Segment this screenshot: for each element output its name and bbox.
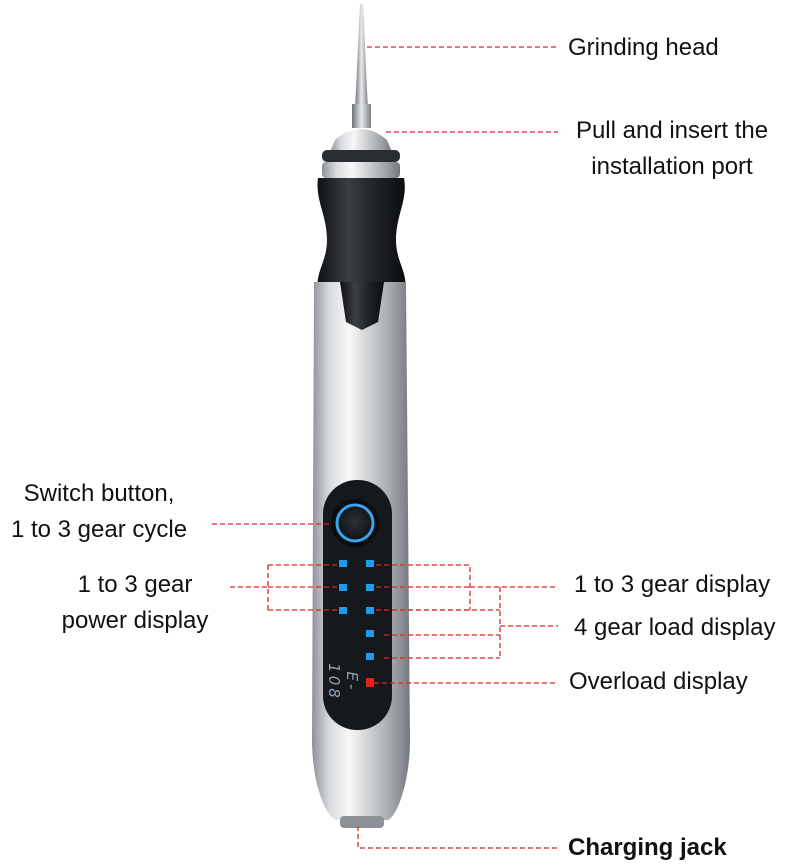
led-power-2: [339, 584, 347, 591]
label-switch-button: Switch button, 1 to 3 gear cycle: [0, 476, 198, 548]
label-grinding-head-text: Grinding head: [568, 34, 719, 61]
label-switch-line2: 1 to 3 gear cycle: [10, 516, 188, 543]
switch-button[interactable]: [331, 499, 379, 547]
label-installation-port: Pull and insert the installation port: [560, 113, 784, 185]
led-load-4: [366, 630, 374, 637]
leader-power-display: [230, 564, 340, 611]
label-overload-text: Overload display: [569, 668, 748, 695]
label-charging-jack: Charging jack: [568, 830, 727, 866]
control-panel: [323, 480, 392, 730]
led-load-5: [366, 653, 374, 660]
tail-cap: [340, 816, 384, 828]
led-gear-2: [366, 584, 374, 591]
led-power-3: [339, 607, 347, 614]
installation-port-collet: [322, 129, 400, 178]
leader-lines: [212, 46, 558, 849]
label-gear-display-text: 1 to 3 gear display: [574, 571, 771, 598]
label-switch-line1: Switch button,: [23, 480, 175, 507]
label-gear-display: 1 to 3 gear display: [574, 567, 770, 603]
label-power-line1: 1 to 3 gear: [77, 571, 193, 598]
label-power-display: 1 to 3 gear power display: [40, 567, 230, 639]
label-overload-display: Overload display: [569, 664, 748, 700]
leader-load-display: [384, 587, 558, 659]
label-load-display-text: 4 gear load display: [574, 614, 776, 641]
label-grinding-head: Grinding head: [568, 30, 719, 66]
label-installation-port-line1: Pull and insert the: [575, 117, 769, 144]
label-power-line2: power display: [61, 607, 209, 634]
grinding-head-bit: [352, 4, 371, 128]
grip-notch: [340, 282, 384, 330]
label-installation-port-line2: installation port: [591, 153, 753, 180]
rubber-grip: [317, 178, 406, 290]
led-gear-1: [366, 560, 374, 567]
model-number-label: E-108: [325, 663, 361, 701]
led-power-1: [339, 560, 347, 567]
leader-charging-jack: [357, 826, 558, 849]
led-gear-3: [366, 607, 374, 614]
label-charging-text: Charging jack: [568, 834, 727, 861]
led-overload: [366, 678, 374, 687]
label-load-display: 4 gear load display: [574, 610, 775, 646]
led-indicators: [339, 560, 374, 687]
